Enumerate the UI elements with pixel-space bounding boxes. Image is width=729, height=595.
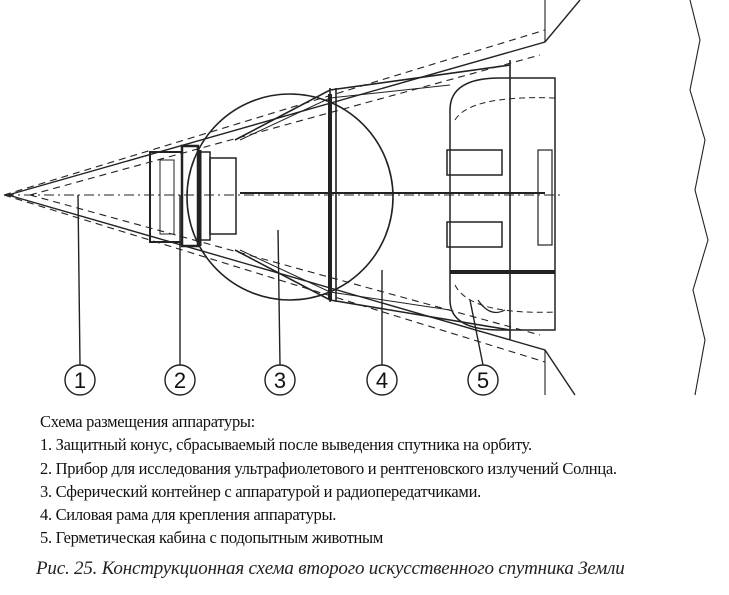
svg-text:3: 3 — [274, 368, 286, 393]
legend-item: 3. Сферический контейнер с аппаратурой и… — [40, 481, 481, 501]
svg-text:5: 5 — [477, 368, 489, 393]
svg-text:1: 1 — [74, 368, 86, 393]
body-boundary — [544, 0, 709, 396]
uv-xray-instrument — [149, 144, 237, 248]
svg-text:2: 2 — [174, 368, 186, 393]
spherical-container — [186, 93, 545, 301]
pressurized-cabin — [446, 77, 556, 331]
legend-item: 4. Силовая рама для крепления аппаратуры… — [40, 505, 337, 525]
callout-5: 5 — [467, 364, 499, 396]
callout-1: 1 — [64, 364, 96, 396]
figure-caption: Рис. 25. Конструкционная схема второго и… — [36, 558, 625, 579]
svg-text:4: 4 — [376, 368, 388, 393]
legend-item: 2. Прибор для исследования ультрафиолето… — [40, 458, 617, 478]
legend-title: Схема размещения аппаратуры: — [40, 412, 255, 431]
legend-item: 1. Защитный конус, сбрасываемый после вы… — [40, 435, 532, 455]
callout-3: 3 — [264, 364, 296, 396]
legend-item: 5. Герметическая кабина с подопытным жив… — [40, 528, 383, 548]
satellite-diagram: 1 2 3 4 5 — [3, 0, 709, 396]
protective-cone-outline — [7, 0, 581, 396]
callout-4: 4 — [366, 364, 398, 396]
legend: Схема размещения аппаратуры: 1. Защитный… — [40, 410, 617, 550]
cone-dashed-outline — [3, 29, 546, 363]
callout-2: 2 — [164, 364, 196, 396]
leader-lines — [77, 194, 484, 366]
